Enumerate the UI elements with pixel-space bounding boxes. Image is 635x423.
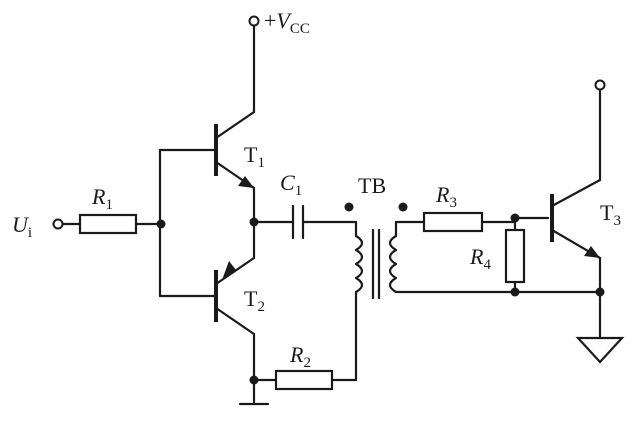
transformer-primary: [354, 234, 364, 382]
vcc-terminal: [248, 15, 260, 27]
junction-r4-bottom: [510, 287, 520, 297]
resistor-r3: [422, 211, 484, 233]
label-tb: TB: [358, 173, 386, 198]
resistor-r2: [274, 369, 334, 391]
label-r3: R3: [435, 182, 457, 211]
transistor-t1: [214, 110, 256, 190]
label-ui: Ui: [12, 212, 32, 241]
junction-t3-emitter: [595, 287, 605, 297]
label-t2: T2: [244, 286, 265, 315]
capacitor-c1: [291, 204, 305, 240]
transistor-t3: [550, 178, 602, 260]
wire-c1-to-tb: [302, 220, 358, 238]
resistor-r1: [78, 213, 138, 235]
label-c1: C1: [280, 170, 302, 199]
label-r4: R4: [469, 244, 491, 273]
base-rail: [158, 148, 216, 298]
transformer-dot-primary: [344, 202, 354, 212]
transformer-core: [371, 228, 381, 300]
transformer-dot-secondary: [398, 202, 408, 212]
junction-base: [156, 219, 166, 229]
label-r1: R1: [91, 184, 113, 213]
label-vcc: +VCC: [264, 8, 310, 37]
label-t1: T1: [244, 142, 265, 171]
input-terminal: [52, 218, 64, 230]
t3-collector-terminal: [594, 79, 606, 91]
resistor-r4: [504, 228, 526, 284]
label-r2: R2: [289, 342, 311, 371]
transformer-secondary: [388, 220, 602, 294]
label-t3: T3: [600, 200, 621, 229]
ground-wire: [238, 332, 270, 406]
transistor-t2: [214, 256, 256, 336]
ground-symbol: [575, 336, 625, 364]
